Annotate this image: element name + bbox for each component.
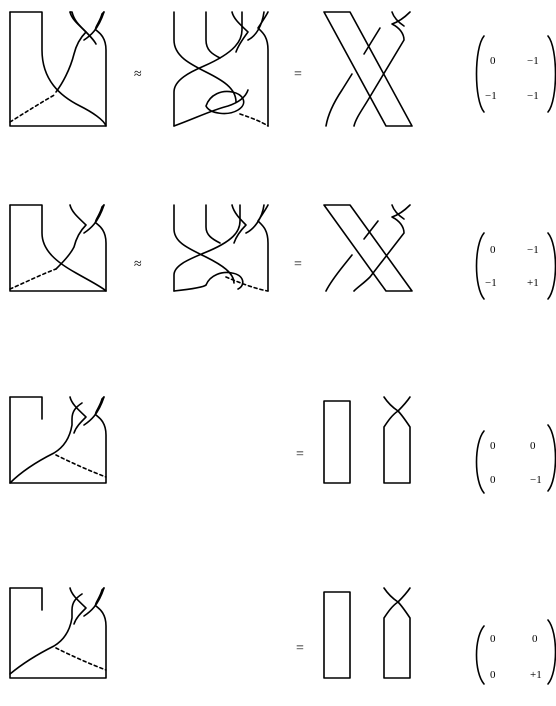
row-3-band-diagram xyxy=(10,397,106,483)
row-4-result-diagram xyxy=(324,588,410,678)
row-1-equals-symbol: = xyxy=(294,67,302,82)
row-3-matrix-right-bracket xyxy=(548,425,556,491)
row-2-matrix-left-bracket xyxy=(477,233,485,299)
row-2-equals-symbol: = xyxy=(294,257,302,272)
row-4-matrix-entry-11: +1 xyxy=(530,669,542,681)
row-2: ≈ = 0 −1 −1 +1 xyxy=(10,205,556,299)
row-1-matrix-entry-00: 0 xyxy=(490,55,496,67)
row-1: ≈ = 0 −1 −1 −1 xyxy=(10,12,556,126)
row-1-matrix-entry-10: −1 xyxy=(485,90,497,102)
row-2-matrix-entry-00: 0 xyxy=(490,244,496,256)
row-3-matrix-entry-11: −1 xyxy=(530,474,542,486)
row-2-matrix-entry-10: −1 xyxy=(485,277,497,289)
row-4-matrix-entry-01: 0 xyxy=(532,633,538,645)
row-2-relation-symbol: ≈ xyxy=(134,257,142,272)
row-3-matrix: 0 0 0 −1 xyxy=(477,425,556,493)
row-4-matrix-entry-10: 0 xyxy=(490,669,496,681)
row-3-matrix-left-bracket xyxy=(477,431,485,493)
row-1-middle-diagram xyxy=(174,12,268,126)
row-1-result-diagram xyxy=(324,12,412,126)
row-4-matrix: 0 0 0 +1 xyxy=(477,620,556,684)
row-4-equals-symbol: = xyxy=(296,641,304,656)
row-2-matrix-right-bracket xyxy=(548,233,556,299)
row-3-matrix-entry-10: 0 xyxy=(490,474,496,486)
row-3: = 0 0 0 −1 xyxy=(10,397,556,493)
row-3-matrix-entry-00: 0 xyxy=(490,440,496,452)
row-1-matrix-left-bracket xyxy=(477,36,485,112)
row-2-result-diagram xyxy=(324,205,412,291)
row-2-band-diagram xyxy=(10,205,106,291)
row-4-matrix-entry-00: 0 xyxy=(490,633,496,645)
row-3-equals-symbol: = xyxy=(296,447,304,462)
row-1-band-diagram xyxy=(10,12,106,126)
row-3-result-diagram xyxy=(324,397,410,483)
row-1-matrix-right-bracket xyxy=(548,36,556,112)
row-4-matrix-left-bracket xyxy=(477,626,485,684)
row-1-relation-symbol: ≈ xyxy=(134,67,142,82)
row-1-matrix: 0 −1 −1 −1 xyxy=(477,36,556,112)
row-4: = 0 0 0 +1 xyxy=(10,588,556,684)
row-2-matrix-entry-01: −1 xyxy=(527,244,539,256)
row-4-matrix-right-bracket xyxy=(548,620,556,684)
row-1-matrix-entry-01: −1 xyxy=(527,55,539,67)
row-1-matrix-entry-11: −1 xyxy=(527,90,539,102)
row-2-middle-diagram xyxy=(174,205,268,291)
row-4-band-diagram xyxy=(10,588,106,678)
row-2-matrix: 0 −1 −1 +1 xyxy=(477,233,556,299)
row-3-matrix-entry-01: 0 xyxy=(530,440,536,452)
row-2-matrix-entry-11: +1 xyxy=(527,277,539,289)
